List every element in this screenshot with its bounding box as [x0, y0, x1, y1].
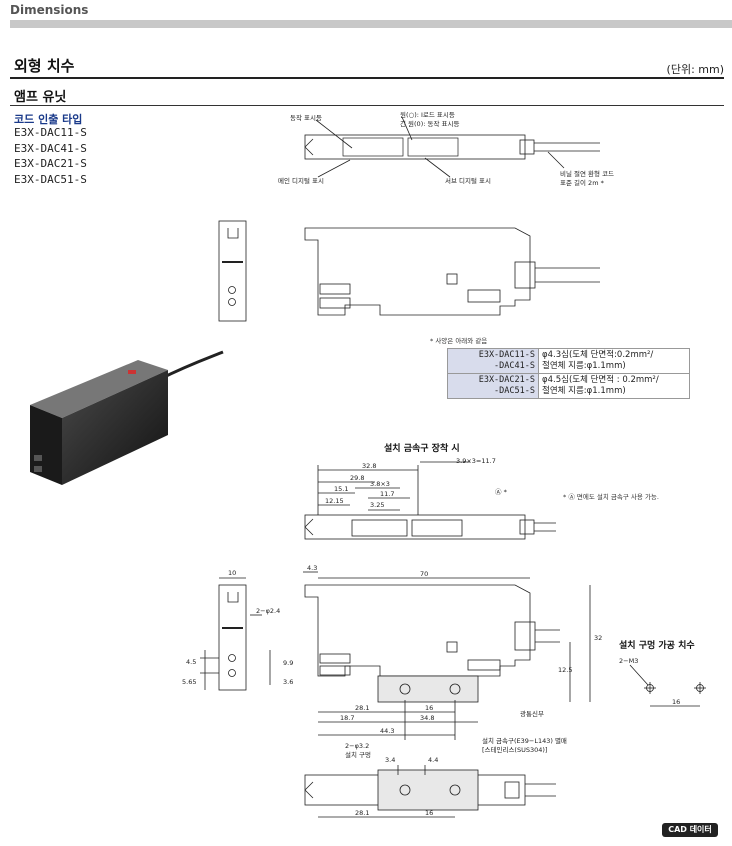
side-view-drawing [218, 220, 247, 322]
cad-data-button[interactable]: CAD 데이터 [662, 823, 718, 837]
dim-15-1: 15.1 [334, 485, 348, 493]
cord-type-title: 코드 인출 타입 [14, 113, 83, 126]
page-header: Dimensions [0, 0, 732, 30]
model-item: E3X-DAC51-S [14, 172, 87, 186]
dim-70: 70 [420, 570, 428, 578]
mounted-side-view [200, 577, 271, 691]
cable-spec-table: E3X-DAC11-S -DAC41-S φ4.3심(도체 단면적:0.2mm²… [447, 348, 690, 399]
top-view-drawing [304, 134, 600, 160]
dim-4-3: 4.3 [307, 564, 317, 572]
header-title: Dimensions [10, 3, 89, 17]
dim-5-65: 5.65 [182, 678, 196, 686]
dim-3-4: 3.4 [385, 756, 395, 764]
dim-9-9: 9.9 [283, 659, 293, 667]
section-title: 외형 치수 [14, 57, 75, 75]
spec-desc: φ4.5심(도체 단면적 : 0.2mm²/절연체 지름:φ1.1mm) [538, 373, 690, 399]
label-holes-2: 설치 구멍 [345, 750, 371, 759]
label-bracket-2: [스테인리스(SUS304)] [482, 745, 547, 754]
table-row: E3X-DAC11-S -DAC41-S φ4.3심(도체 단면적:0.2mm²… [447, 348, 690, 374]
dim-34-8: 34.8 [420, 714, 434, 722]
dim-4-5: 4.5 [186, 658, 196, 666]
dim-12-5: 12.5 [558, 666, 572, 674]
front-view-drawing [304, 227, 600, 316]
model-item: E3X-DAC21-S [14, 157, 87, 170]
hole-pattern-drawing [629, 664, 706, 707]
dim-32-8: 32.8 [362, 462, 376, 470]
label-circle-note-2: 긴 원(0): 동작 표시등 [400, 119, 459, 128]
label-holes-1: 2−φ3.2 [345, 742, 369, 750]
dim-bottom-28-1: 28.1 [355, 809, 369, 817]
mount-note: * Ⓐ 면에도 설치 금속구 사용 가능. [563, 493, 659, 501]
unit-label: (단위: mm) [666, 63, 724, 76]
dim-3-8x3: 3.8×3 [370, 480, 390, 488]
spec-desc: φ4.3심(도체 단면적:0.2mm²/절연체 지름:φ1.1mm) [538, 348, 690, 374]
dim-3-25: 3.25 [370, 501, 384, 509]
header-bar [10, 20, 732, 28]
dim-28-1: 28.1 [355, 704, 369, 712]
label-cable-1: 비닐 절연 환형 코드 [560, 169, 614, 178]
dim-12-15: 12.15 [325, 497, 344, 505]
spec-note: * 사양은 아래와 같음 [430, 337, 488, 345]
hole-pattern-title: 설치 구멍 가공 치수 [619, 641, 695, 651]
label-circle-note-1: 원(○): I로드 표시등 [400, 110, 455, 119]
mounted-front-view [304, 584, 560, 703]
spec-line: φ4.5심(도체 단면적 : 0.2mm²/ [542, 375, 659, 385]
table-row: E3X-DAC21-S -DAC51-S φ4.5심(도체 단면적 : 0.2m… [447, 373, 690, 399]
dim-3-6: 3.6 [283, 678, 293, 686]
dim-16: 16 [425, 704, 433, 712]
spec-line: 절연체 지름:φ1.1mm) [542, 361, 626, 371]
hole-dim: 16 [672, 698, 680, 706]
dim-4-4: 4.4 [428, 756, 438, 764]
label-main-display: 메인 디지털 표시 [278, 176, 324, 185]
model-list: E3X-DAC11-S E3X-DAC41-S E3X-DAC21-S E3X-… [14, 125, 87, 187]
product-photo [30, 350, 224, 485]
dim-11-7: 11.7 [380, 490, 394, 498]
spec-line: φ4.3심(도체 단면적:0.2mm²/ [542, 350, 654, 360]
mounted-top-view [304, 514, 556, 540]
a-mark: Ⓐ * [495, 488, 508, 496]
dim-18-7: 18.7 [340, 714, 354, 722]
dim-2-phi2-4: 2−φ2.4 [256, 607, 280, 615]
dim-10: 10 [228, 569, 236, 577]
bottom-view-drawing [304, 765, 556, 818]
spec-line: 절연체 지름:φ1.1mm) [542, 386, 626, 396]
label-operation-indicator: 동작 표시등 [290, 113, 322, 122]
dim-29-8: 29.8 [350, 474, 364, 482]
label-sub-display: 서브 디지털 표시 [445, 176, 491, 185]
dim-3-9x3: 3.9×3=11.7 [456, 457, 496, 465]
spec-model: E3X-DAC21-S -DAC51-S [447, 373, 539, 399]
dim-bottom-16: 16 [425, 809, 433, 817]
model-item: E3X-DAC11-S [14, 126, 87, 139]
mount-title: 설치 금속구 장착 시 [384, 444, 460, 454]
section-divider [10, 77, 724, 79]
label-bracket-1: 설치 금속구(E39−L143) 별매 [482, 736, 567, 745]
subsection-title: 앰프 유닛 [14, 90, 67, 105]
label-cable-2: 표준 길이 2m * [560, 178, 605, 187]
hole-label: 2−M3 [619, 657, 638, 665]
label-optical-axis: 광통신부 [520, 709, 544, 718]
model-item: E3X-DAC41-S [14, 141, 87, 155]
subsection-divider [10, 105, 724, 106]
dim-44-3: 44.3 [380, 727, 394, 735]
spec-model: E3X-DAC11-S -DAC41-S [447, 348, 539, 374]
dim-32: 32 [594, 634, 602, 642]
